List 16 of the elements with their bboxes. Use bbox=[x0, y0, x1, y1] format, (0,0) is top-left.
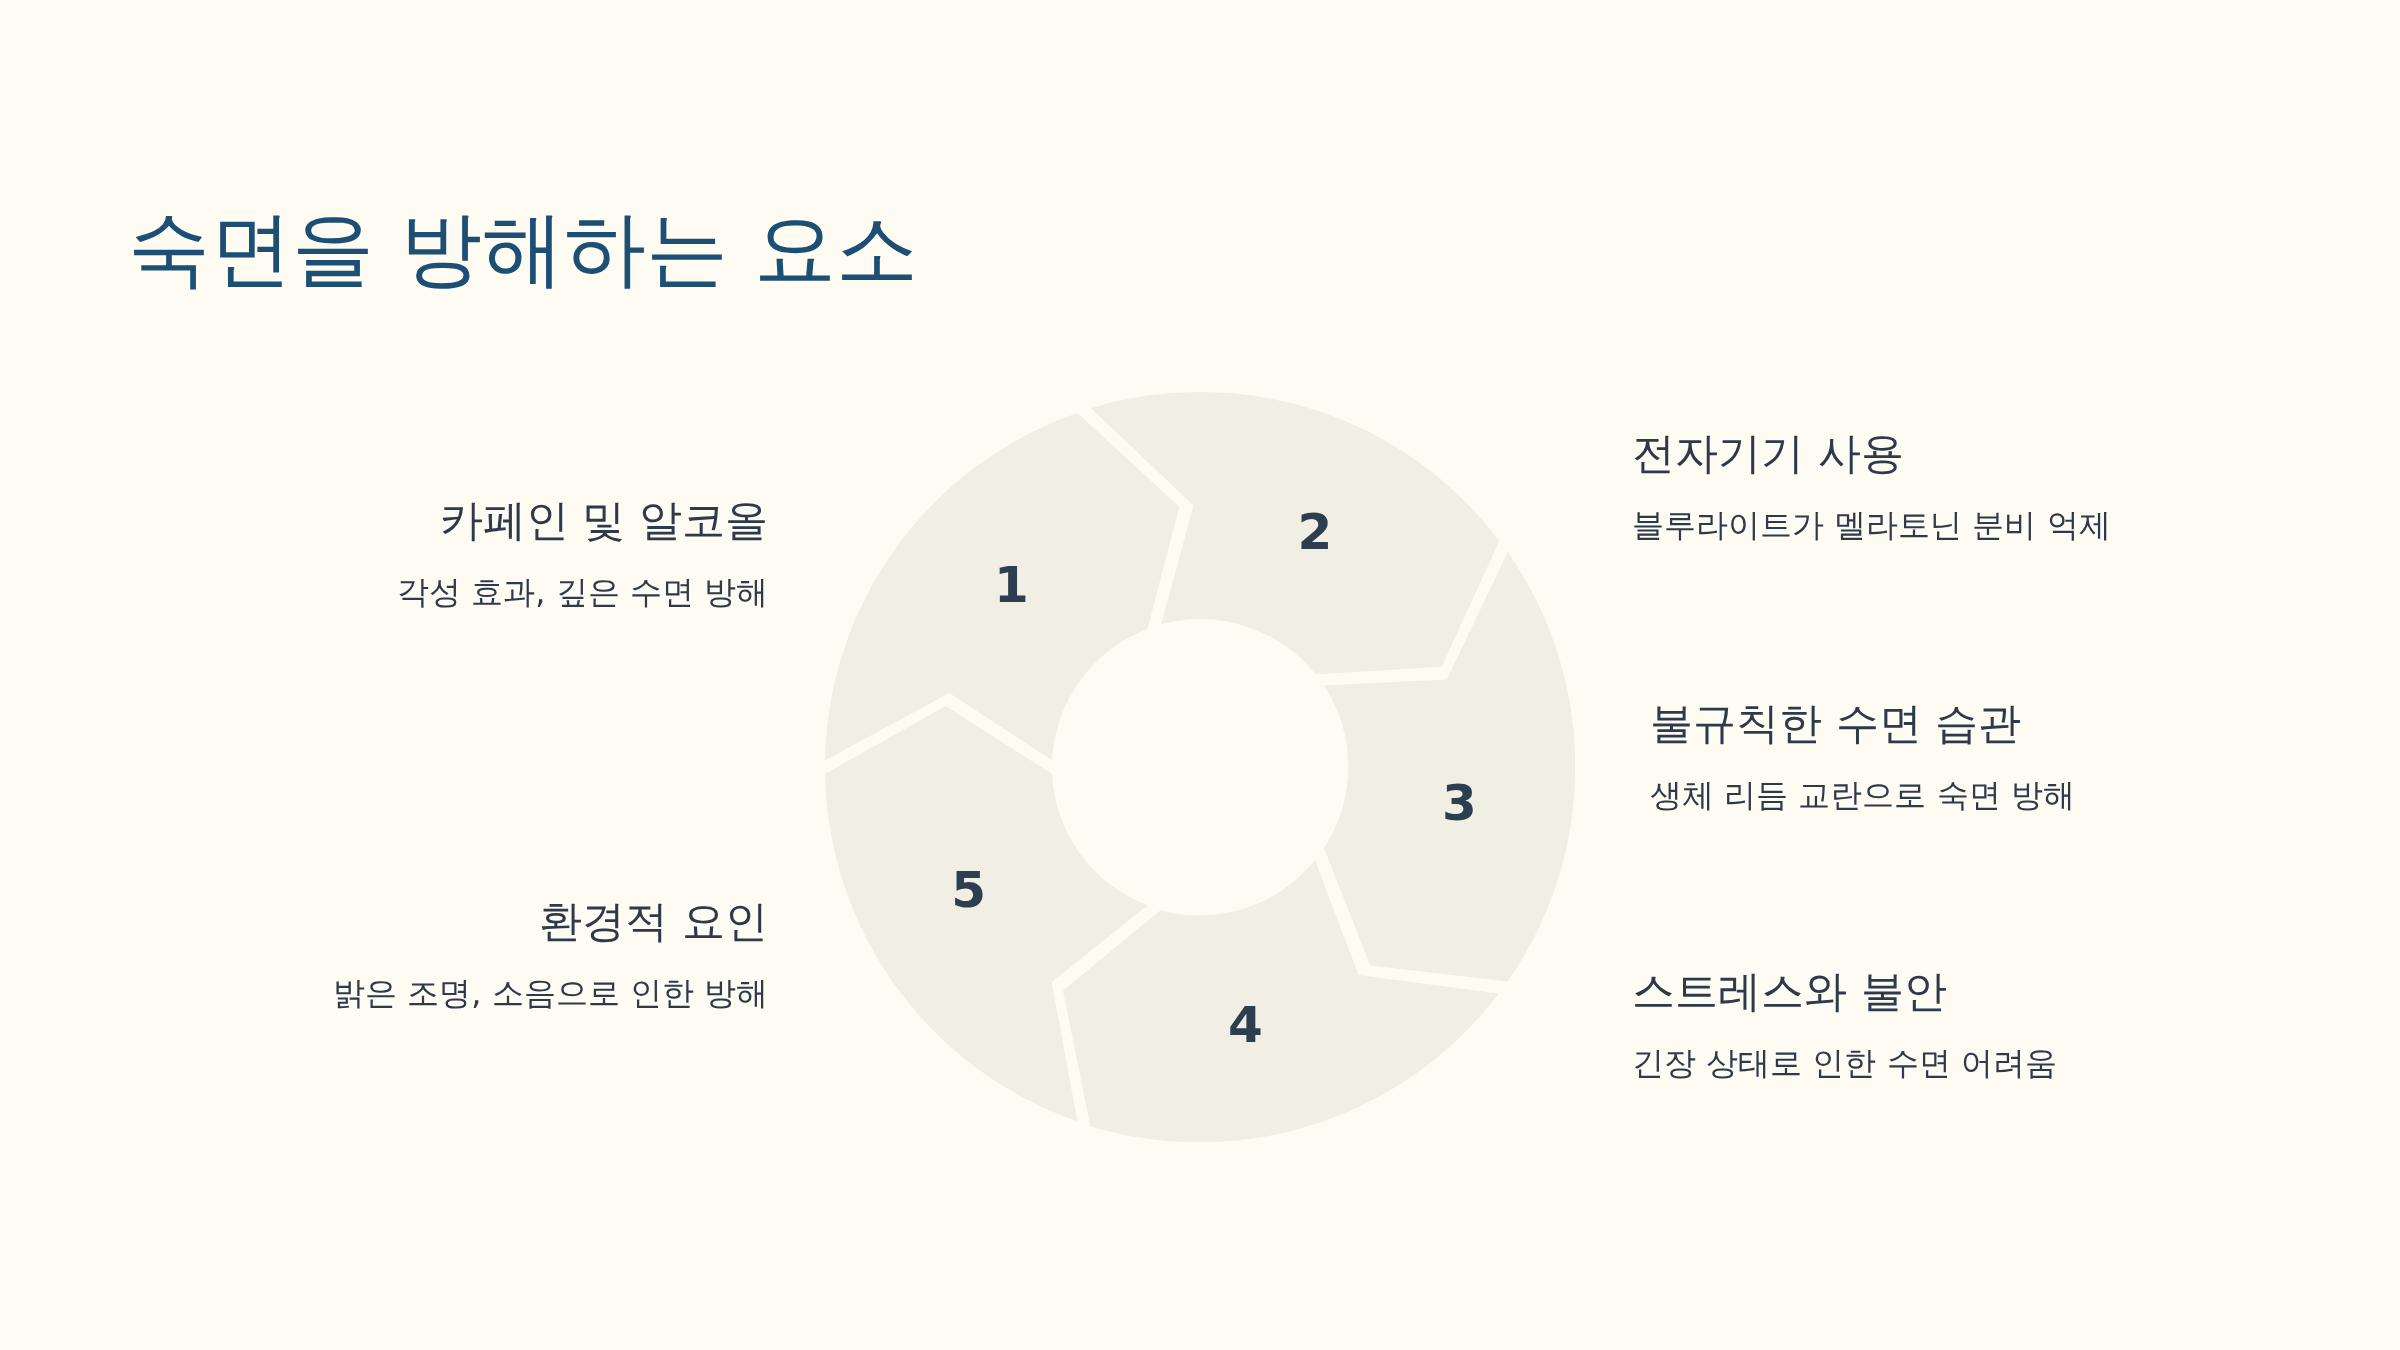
step-number: 2 bbox=[1297, 506, 1333, 557]
step-number: 1 bbox=[994, 560, 1029, 610]
factor-heading: 불규칙한 수면 습관 bbox=[1650, 698, 2022, 750]
factor-heading: 전자기기 사용 bbox=[1632, 428, 1904, 480]
slide-title: 숙면을 방해하는 요소 bbox=[128, 200, 919, 298]
factor-heading: 스트레스와 불안 bbox=[1632, 966, 1947, 1018]
step-number: 3 bbox=[1442, 778, 1477, 829]
step-number: 4 bbox=[1228, 1000, 1263, 1050]
step-number: 5 bbox=[951, 865, 987, 915]
factor-description: 밝은 조명, 소음으로 인한 방해 bbox=[333, 973, 768, 1012]
factor-description: 각성 효과, 깊은 수면 방해 bbox=[397, 572, 768, 611]
factor-description: 생체 리듬 교란으로 숙면 방해 bbox=[1650, 775, 2075, 814]
factor-heading: 카페인 및 알코올 bbox=[439, 495, 768, 547]
factor-description: 긴장 상태로 인한 수면 어려움 bbox=[1632, 1043, 2057, 1082]
factor-description: 블루라이트가 멜라토닌 분비 억제 bbox=[1632, 505, 2111, 544]
factor-heading: 환경적 요인 bbox=[539, 896, 768, 948]
